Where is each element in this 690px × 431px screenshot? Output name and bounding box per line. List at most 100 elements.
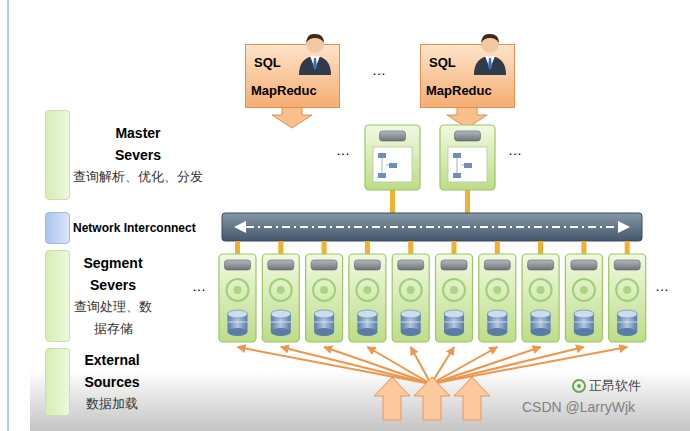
tier-description: 数据加载 [86,393,138,415]
database-ring [617,322,637,323]
gear-core [450,286,458,294]
green-bar [45,250,70,342]
network-head [618,221,630,233]
database-top [357,310,377,318]
gear-shape [227,279,249,301]
gear-core [623,286,631,294]
up-arrow [374,377,410,420]
database-bottom [617,328,637,336]
tier-heading: External Sources [73,349,151,393]
panel-line [461,165,464,166]
tier-heading: Network Interconnect [73,217,196,239]
database-bottom [487,328,507,336]
server-slab [528,260,554,270]
server-slab [311,260,337,270]
tier-band: Segment Severs查询处理、数据存储 [45,250,157,342]
server-box [436,254,473,342]
panel-block [378,173,386,178]
ellipsis: … [508,142,522,158]
tier-band: External Sources数据加载 [45,348,155,416]
server-panel [448,147,487,182]
database-ring [357,322,377,323]
server-box [262,254,299,342]
gear-shape [530,279,552,301]
network-head [234,221,246,233]
tier-band: Master Severs查询解析、优化、分发 [45,110,207,200]
segment-server [262,254,299,342]
segment-server [219,254,256,342]
server-slab [484,260,510,270]
server-box [306,254,343,342]
database-bottom [271,328,291,336]
segment-server [479,254,516,342]
person-tie [313,58,317,70]
ellipsis: … [372,62,386,78]
database-ring [531,322,551,323]
ellipsis: … [192,278,206,294]
link-bar [452,241,457,255]
tier-description: 查询处理、数据存储 [73,296,153,340]
server-slab [354,260,380,270]
server-box [440,125,495,190]
server-box [392,254,429,342]
gear-shape [270,279,292,301]
load-arrow [367,347,431,384]
database-top [314,310,334,318]
tier-band: Network Interconnect [45,212,200,244]
server-slab [571,260,597,270]
tier-description: MapReduc [251,83,317,99]
gear-core [363,286,371,294]
network-dash [246,226,618,228]
network-bar [222,213,642,241]
ellipsis: … [655,278,669,294]
segment-server [349,254,386,342]
up-arrow [414,377,450,420]
frame-line [8,0,9,431]
database-ring [574,322,594,323]
segment-server [609,254,646,342]
server-slab [455,131,481,141]
panel-block [453,173,461,178]
tier-heading: Segment Severs [74,252,152,296]
person-icon [470,29,510,75]
panel-block [378,153,386,158]
server-box [609,254,646,342]
database-top [444,310,464,318]
database-bottom [357,328,377,336]
server-box [565,254,602,342]
gear-core [407,286,415,294]
ellipsis: … [336,142,350,158]
link-bar [495,241,500,255]
logo-dot [577,384,581,388]
database-top [487,310,507,318]
tier-description: MapReduc [426,83,492,99]
person-hair [481,34,499,43]
database-ring [444,322,464,323]
server-slab [225,260,251,270]
load-arrow [324,347,431,384]
server-slab [398,260,424,270]
green-bar [45,110,70,200]
link-bar [625,241,630,255]
panel-line [457,158,458,173]
gear-shape [443,279,465,301]
up-arrow [454,377,490,420]
gear-shape [616,279,638,301]
link-bar [322,241,327,255]
person-icon [295,29,335,75]
database-ring [314,322,334,323]
server-box [349,254,386,342]
server-slab [441,260,467,270]
gear-core [320,286,328,294]
load-arrow [431,347,584,384]
master-server [440,125,495,190]
database-ring [228,322,248,323]
gear-shape [313,279,335,301]
tier-heading: SQL [429,55,456,71]
user-box: SQLMapReduc [245,44,340,108]
tier-description: 查询解析、优化、分发 [73,166,203,188]
database-bottom [574,328,594,336]
person-shirt [485,56,495,69]
down-arrow [272,107,312,128]
